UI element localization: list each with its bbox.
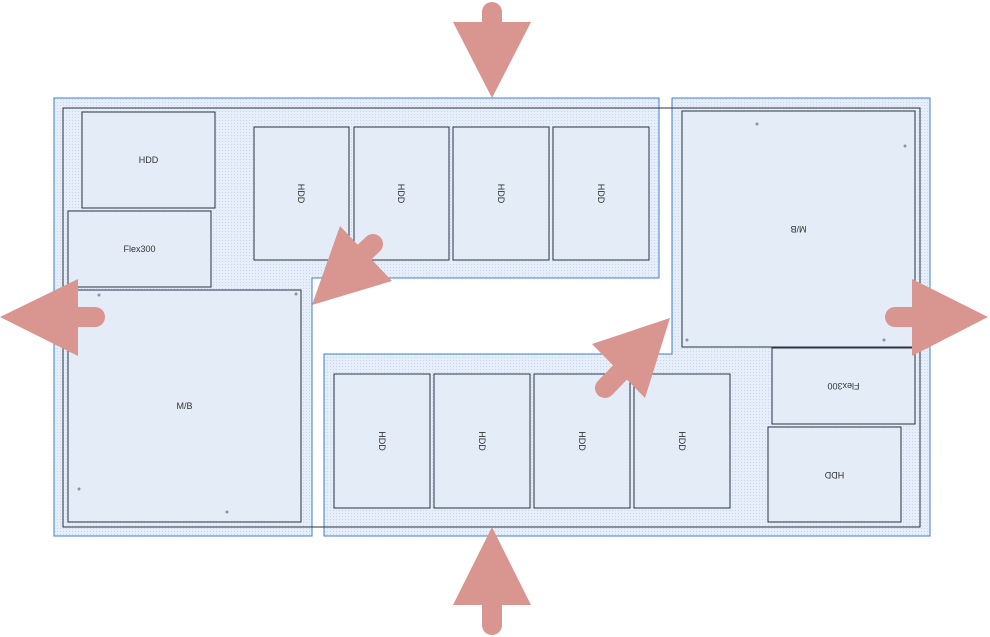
left-drive-label: HDD (596, 184, 606, 204)
right-motherboard: M/B (681, 110, 916, 348)
right-drive-label: HDD (377, 431, 387, 451)
left-drive-1: HDD (253, 126, 350, 261)
left-hdd: HDD (81, 111, 216, 209)
left-drive-label: HDD (396, 184, 406, 204)
right-drive-1: HDD (333, 373, 431, 509)
left-motherboard: M/B (67, 289, 302, 523)
left-drive-label: HDD (296, 184, 306, 204)
arrow-up-icon (453, 527, 531, 635)
right-drive-4: HDD (633, 373, 731, 509)
right-drive-2: HDD (433, 373, 531, 509)
arrow-diagonal-up-right-icon (592, 318, 670, 398)
left-flex300-label: Flex300 (123, 244, 155, 254)
right-hdd: HDD (767, 426, 902, 523)
right-drive-label: HDD (677, 431, 687, 451)
right-drive-label: HDD (477, 431, 487, 451)
left-hdd-label: HDD (139, 155, 159, 165)
right-drive-label: HDD (577, 431, 587, 451)
left-mb-label: M/B (176, 401, 192, 411)
left-drive-label: HDD (496, 184, 506, 204)
right-drive-3: HDD (533, 373, 631, 509)
arrow-right-icon (885, 279, 988, 356)
left-drive-4: HDD (552, 126, 650, 261)
right-flex300-label: Flex300 (827, 381, 859, 391)
arrow-diagonal-down-left-icon (312, 226, 392, 305)
right-flex300: Flex300 (771, 347, 916, 425)
left-flex300: Flex300 (67, 210, 212, 288)
left-drive-3: HDD (452, 126, 550, 261)
right-hdd-label: HDD (824, 470, 844, 480)
right-mb-label: M/B (790, 224, 806, 234)
arrow-down-icon (453, 2, 531, 98)
arrow-left-icon (0, 279, 105, 356)
